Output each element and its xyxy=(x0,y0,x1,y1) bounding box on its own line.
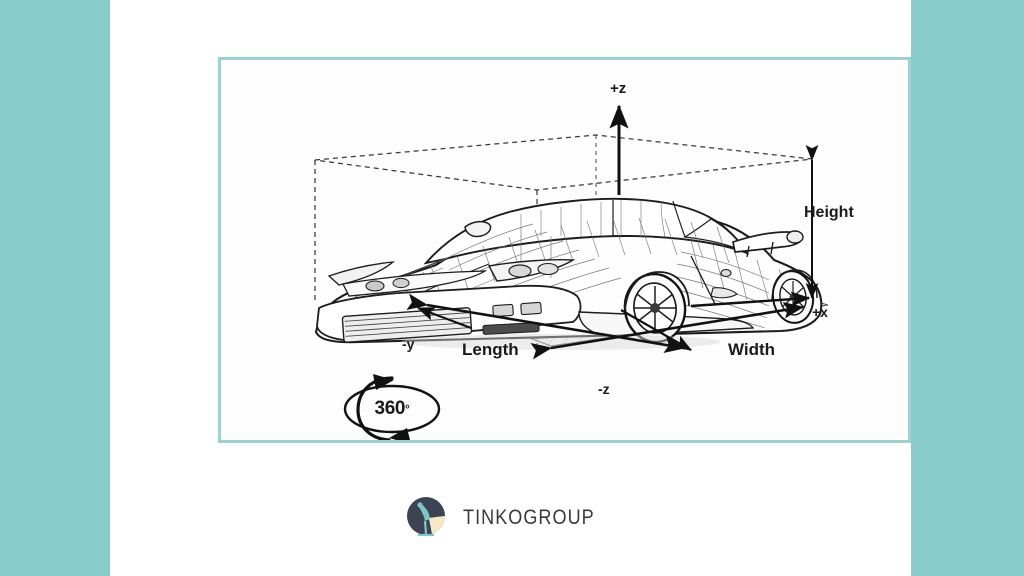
dimension-length-arrow xyxy=(406,293,686,353)
rotation-badge: 360° xyxy=(353,375,431,440)
rotation-badge-degree: ° xyxy=(405,402,410,416)
dimension-diagram-svg xyxy=(314,104,829,440)
rotation-badge-value: 360 xyxy=(374,398,406,419)
axis-label-minus-y: -y xyxy=(402,336,415,352)
axis-label-minus-z: -z xyxy=(598,381,610,397)
axis-label-plus-z: +z xyxy=(610,80,627,97)
rotate-360-icon xyxy=(343,374,441,440)
footer-branding: TINKOGROUP xyxy=(110,483,911,553)
axis-minus-z xyxy=(620,309,692,351)
rotation-badge-label: 360° xyxy=(353,375,431,440)
dimension-label-height: Height xyxy=(804,204,854,221)
content-area: +z Height +x Width Length -y -z 360° xyxy=(110,0,911,576)
left-teal-band xyxy=(0,0,110,576)
right-teal-band xyxy=(911,0,1024,576)
brand-name: TINKOGROUP xyxy=(462,506,595,529)
tinkogroup-lamp-logo-icon xyxy=(405,496,449,540)
diagram-canvas: +z Height +x Width Length -y -z 360° xyxy=(221,60,908,440)
axis-minus-y xyxy=(416,306,472,330)
dimension-label-width: Width xyxy=(728,340,776,359)
car-wireframe-illustration xyxy=(314,197,823,350)
diagram-frame: +z Height +x Width Length -y -z 360° xyxy=(218,57,911,443)
dimension-label-length: Length xyxy=(462,340,519,359)
axis-label-plus-x: +x xyxy=(812,304,828,320)
